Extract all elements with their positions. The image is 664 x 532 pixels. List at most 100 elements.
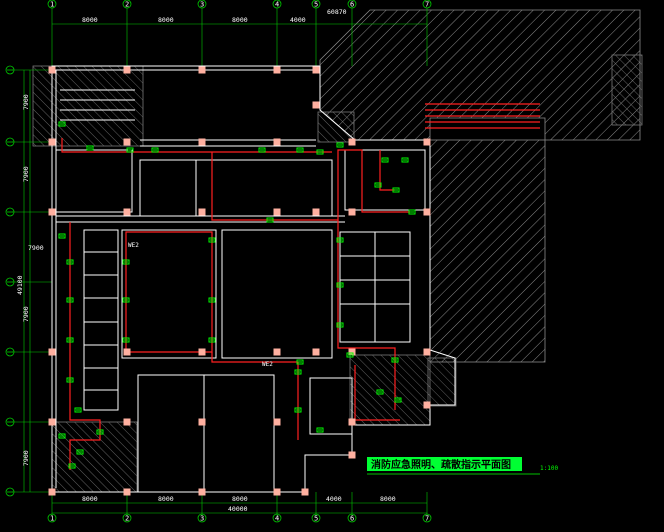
column-36 — [423, 401, 431, 409]
drawing-scale: 1:100 — [540, 465, 558, 472]
emergency-device-26 — [336, 282, 344, 288]
axis-bubble-col-5-bottom: 5 — [311, 513, 321, 523]
axis-label-col-5: 5 — [314, 1, 318, 9]
axis-bubble-col-4-bottom: 4 — [272, 513, 282, 523]
dim-bottom-3: 8000 — [232, 495, 248, 503]
column-31 — [348, 418, 356, 426]
circuit-east — [337, 220, 396, 410]
column-33 — [423, 138, 431, 146]
emergency-device-17 — [66, 377, 74, 383]
circuit-south — [211, 352, 299, 440]
axis-bubble-row-6 — [5, 487, 15, 497]
emergency-device-5 — [296, 147, 304, 153]
axis-bubble-col-2-top: 2 — [122, 0, 132, 9]
emergency-device-23 — [208, 297, 216, 303]
column-17 — [198, 488, 206, 496]
column-37 — [301, 488, 309, 496]
column-21 — [273, 348, 281, 356]
emergency-device-20 — [122, 297, 130, 303]
emergency-device-19 — [122, 259, 130, 265]
axis-bubble-col-1-bottom: 1 — [47, 513, 57, 523]
column-30 — [348, 348, 356, 356]
column-3 — [48, 348, 56, 356]
hatch-east-small — [427, 357, 457, 407]
emergency-device-32 — [294, 369, 302, 375]
south-rooms — [137, 374, 205, 493]
emergency-device-1 — [86, 145, 94, 151]
column-10 — [123, 418, 131, 426]
stair-lines — [60, 89, 135, 121]
column-15 — [198, 348, 206, 356]
circuit-ne — [379, 150, 395, 191]
axis-bubble-row-3 — [5, 277, 15, 287]
emergency-device-21 — [122, 337, 130, 343]
hatch-southwest-stair — [51, 421, 138, 493]
emergency-device-28 — [346, 352, 354, 358]
axis-bubble-col-3-bottom: 3 — [197, 513, 207, 523]
dimension-labels: 8000 8000 8000 4000 60870 8000 8000 8000… — [16, 8, 396, 513]
emergency-device-35 — [58, 433, 66, 439]
axis-bubble-row-1 — [5, 137, 15, 147]
emergency-device-14 — [66, 259, 74, 265]
axis-bubble-col-1-top: 1 — [47, 0, 57, 9]
hatched-zones — [32, 9, 643, 493]
emergency-device-40 — [296, 359, 304, 365]
emergency-device-13 — [58, 233, 66, 239]
west-strip-rooms — [83, 229, 119, 411]
dim-bottom-2: 8000 — [158, 495, 174, 503]
dim-bottom-4: 4000 — [326, 495, 342, 503]
axis-label-col-7: 7 — [425, 515, 429, 523]
axis-label-col-4: 4 — [275, 515, 279, 523]
dim-bottom-total: 40000 — [228, 505, 248, 513]
emergency-device-38 — [68, 463, 76, 469]
emergency-device-6 — [316, 149, 324, 155]
dim-top-1: 8000 — [82, 16, 98, 24]
emergency-device-16 — [66, 337, 74, 343]
column-32 — [348, 451, 356, 459]
column-0 — [48, 66, 56, 74]
axis-bubble-row-0 — [5, 65, 15, 75]
column-29 — [348, 208, 356, 216]
emergency-device-15 — [66, 297, 74, 303]
circuit-roof — [425, 103, 540, 129]
hatch-northeast-roof — [319, 9, 641, 141]
emergency-device-34 — [316, 427, 324, 433]
column-25 — [312, 101, 320, 109]
emergency-device-4 — [258, 147, 266, 153]
emergency-device-11 — [374, 182, 382, 188]
hatch-southeast-stair — [349, 354, 431, 426]
column-22 — [273, 418, 281, 426]
emergency-device-18 — [74, 407, 82, 413]
circuit-tag-we2-south: WE2 — [262, 361, 273, 368]
dim-left-1: 7900 — [22, 94, 30, 110]
column-8 — [123, 208, 131, 216]
column-13 — [198, 138, 206, 146]
axis-bubble-col-3-top: 3 — [197, 0, 207, 9]
hatch-corner-core — [317, 111, 355, 143]
axis-label-col-1: 1 — [50, 515, 54, 523]
emergency-device-30 — [394, 397, 402, 403]
axis-label-col-2: 2 — [125, 515, 129, 523]
inner-wall-2 — [52, 69, 316, 488]
central-hall — [221, 229, 333, 359]
southeast-room — [309, 377, 353, 435]
axis-bubble-row-4 — [5, 347, 15, 357]
title-background — [367, 457, 522, 471]
axis-label-col-3: 3 — [200, 515, 204, 523]
circuit-tag-we2-west: WE2 — [128, 242, 139, 249]
column-27 — [312, 348, 320, 356]
emergency-device-22 — [208, 237, 216, 243]
column-12 — [198, 66, 206, 74]
axis-bubble-col-5-top: 5 — [311, 0, 321, 9]
emergency-device-10 — [408, 209, 416, 215]
emergency-device-36 — [76, 449, 84, 455]
axis-bubble-row-5 — [5, 417, 15, 427]
west-hall — [121, 229, 217, 359]
corridor-lines — [56, 139, 345, 223]
column-6 — [123, 66, 131, 74]
axis-label-col-3: 3 — [200, 1, 204, 9]
column-23 — [273, 488, 281, 496]
dim-left-5: 7900 — [22, 450, 30, 466]
emergency-device-2 — [126, 147, 134, 153]
